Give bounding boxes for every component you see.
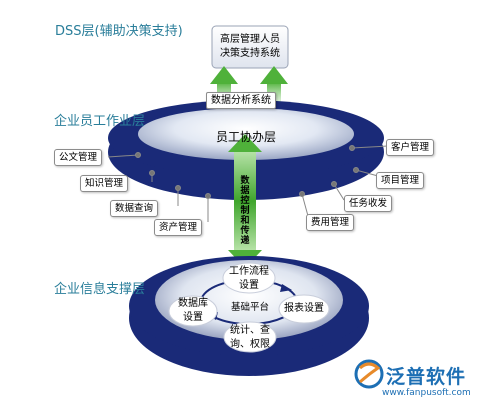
dss-box-line2: 决策支持系统 [220, 48, 280, 59]
dss-box-line1: 高层管理人员 [220, 34, 280, 45]
channel-char: 制 [240, 206, 250, 216]
tag-task-dispatch: 任务收发 [344, 195, 393, 212]
channel-char: 数 [240, 176, 250, 186]
analysis-system-box: 数据分析系统 [206, 92, 276, 109]
channel-char: 和 [240, 216, 250, 226]
stats-node-label: 统计、查 询、权限 [224, 324, 276, 352]
dss-box-label: 高层管理人员 决策支持系统 [212, 33, 288, 61]
brand-url: www.fanpusoft.com [382, 388, 471, 398]
stats-line2: 询、权限 [230, 339, 270, 350]
tag-expense-management: 费用管理 [306, 214, 355, 231]
dss-layer-title: DSS层(辅助决策支持) [55, 24, 183, 39]
tag-project-management: 项目管理 [376, 172, 425, 189]
workflow-node [222, 262, 276, 294]
workflow-line1: 工作流程 [229, 266, 269, 277]
channel-label: 数 据 控 制 和 传 递 [237, 176, 253, 246]
stats-node [223, 321, 277, 353]
database-line2: 设置 [183, 312, 203, 323]
employee-layer-title: 企业员工作业层 [54, 114, 146, 129]
channel-char: 传 [240, 226, 250, 236]
database-node [168, 295, 218, 327]
channel-char: 递 [240, 236, 250, 246]
brand-name: 泛普软件 [386, 366, 467, 388]
dss-box [211, 25, 289, 69]
channel-char: 控 [240, 196, 250, 206]
support-layer-title: 企业信息支撑层 [54, 282, 146, 297]
tag-asset-management: 资产管理 [154, 219, 203, 236]
fanpu-logo-icon [354, 359, 384, 389]
tag-customer-management: 客户管理 [386, 139, 435, 156]
tag-document-management: 公文管理 [54, 149, 103, 166]
workflow-node-label: 工作流程 设置 [223, 265, 275, 293]
workflow-line2: 设置 [239, 280, 259, 291]
tag-data-query: 数据查询 [110, 200, 159, 217]
stats-line1: 统计、查 [230, 325, 270, 336]
report-node [278, 294, 330, 324]
report-node-label: 报表设置 [284, 303, 324, 314]
base-platform-label: 基础平台 [230, 302, 269, 313]
channel-char: 据 [240, 186, 250, 196]
database-line1: 数据库 [178, 298, 208, 309]
collab-layer-label: 员工协办层 [215, 130, 276, 144]
database-node-label: 数据库 设置 [169, 297, 217, 325]
tag-knowledge-management: 知识管理 [80, 175, 129, 192]
